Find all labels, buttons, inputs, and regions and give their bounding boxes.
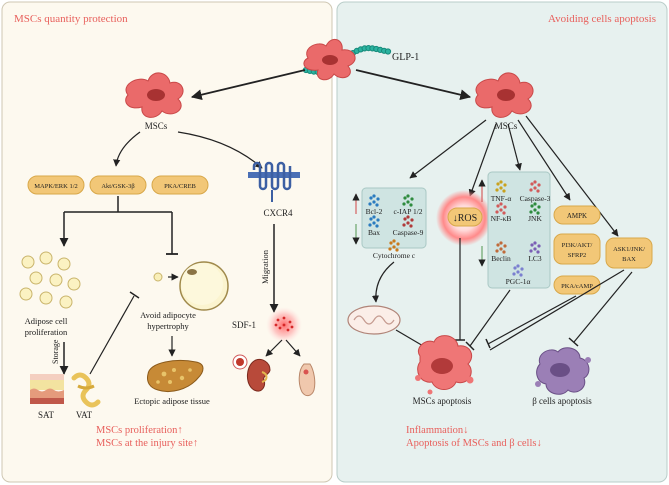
pi3k-badge: PI3K/AKT/ SFRP2 xyxy=(553,233,601,265)
signaling-factors-box xyxy=(487,171,551,289)
beta-apoptosis-label: β cells apoptosis xyxy=(532,396,592,406)
ciap-label: c-IAP 1/2 xyxy=(393,207,422,216)
sat-tissue-icon xyxy=(30,374,64,404)
svg-text:AMPK: AMPK xyxy=(567,212,587,220)
left-panel xyxy=(1,1,333,483)
left-outcome-2: MSCs at the injury site↑ xyxy=(96,438,198,449)
sat-label: SAT xyxy=(38,410,55,420)
svg-text:BAX: BAX xyxy=(622,256,636,263)
svg-text:PKA/CREB: PKA/CREB xyxy=(164,183,196,190)
svg-text:ASK1/JNK/: ASK1/JNK/ xyxy=(613,246,645,253)
bcl2-label: Bcl-2 xyxy=(366,207,383,216)
pathway-mapk: MAPK/ERK 1/2 xyxy=(27,175,85,195)
pka-camp-badge: PKA/cAMP xyxy=(553,275,601,295)
caspase9-label: Caspase-9 xyxy=(393,228,424,237)
right-panel-title: Avoiding cells apoptosis xyxy=(548,13,656,25)
mitochondrion-icon xyxy=(347,305,401,335)
vat-label: VAT xyxy=(76,410,93,420)
cxcr4-receptor-icon xyxy=(248,161,300,202)
vat-intestine-icon xyxy=(71,372,101,408)
kidney-icon xyxy=(232,354,271,392)
glp1-label: GLP-1 xyxy=(392,52,419,63)
right-outcome-2: Apoptosis of MSCs and β cells↓ xyxy=(406,438,542,449)
pathway-pka-creb: PKA/CREB xyxy=(151,175,209,195)
sdf1-dots-icon xyxy=(274,316,294,332)
storage-label: Storage xyxy=(51,339,60,364)
nfkb-label: NF-κB xyxy=(491,214,512,223)
right-outcome-1: Inflammation↓ xyxy=(406,425,468,436)
jnk-label: JNK xyxy=(528,214,542,223)
foot-icon xyxy=(298,363,316,397)
msc-left-label: MSCs xyxy=(145,121,168,131)
svg-text:PI3K/AKT/: PI3K/AKT/ xyxy=(562,242,593,249)
bax-label: Bax xyxy=(368,228,380,237)
ros-badge xyxy=(447,207,483,227)
cytochrome-c-label: Cytochrome c xyxy=(373,251,416,260)
msc-cell-right-icon xyxy=(475,72,534,118)
pathway-akt: Akt/GSK-3β xyxy=(89,175,147,195)
lc3-label: LC3 xyxy=(528,254,542,263)
svg-text:PKA/cAMP: PKA/cAMP xyxy=(561,283,593,290)
migration-label: Migration xyxy=(260,249,270,284)
ectopic-label: Ectopic adipose tissue xyxy=(134,396,210,406)
pgc1a-label: PGC-1α xyxy=(506,277,531,286)
apoptotic-beta-cell-icon xyxy=(535,347,591,395)
msc-apoptosis-label: MSCs apoptosis xyxy=(413,396,472,406)
msc-cell-center-icon xyxy=(303,38,356,81)
sdf1-label: SDF-1 xyxy=(232,320,256,330)
ros-label: ↓ROS xyxy=(453,213,477,224)
adipose-proliferation-label-1: Adipose cell xyxy=(25,316,68,326)
msc-right-label: MSCs xyxy=(495,121,518,131)
svg-text:Akt/GSK-3β: Akt/GSK-3β xyxy=(101,183,135,190)
adipose-cells-icon xyxy=(19,251,81,309)
beclin-label: Beclin xyxy=(491,254,511,263)
liver-icon xyxy=(147,360,204,392)
svg-text:MAPK/ERK 1/2: MAPK/ERK 1/2 xyxy=(34,183,78,190)
msc-cell-left-icon xyxy=(125,72,184,118)
left-outcome-1: MSCs proliferation↑ xyxy=(96,425,183,436)
svg-text:SFRP2: SFRP2 xyxy=(568,252,586,259)
adipose-proliferation-label-2: proliferation xyxy=(25,327,68,337)
small-adipocyte-icon xyxy=(153,272,163,282)
avoid-hypertrophy-label-1: Avoid adipocyte xyxy=(140,310,196,320)
left-panel-title: MSCs quantity protection xyxy=(14,13,128,25)
large-adipocyte-icon xyxy=(179,261,229,311)
cxcr4-label: CXCR4 xyxy=(263,208,293,218)
ampk-badge: AMPK xyxy=(553,205,601,225)
ask1-badge: ASK1/JNK/ BAX xyxy=(605,237,653,269)
caspase3-label: Caspase-3 xyxy=(520,194,551,203)
tnfa-label: TNF-α xyxy=(491,194,512,203)
avoid-hypertrophy-label-2: hypertrophy xyxy=(147,321,189,331)
apoptotic-msc-icon xyxy=(415,335,474,395)
